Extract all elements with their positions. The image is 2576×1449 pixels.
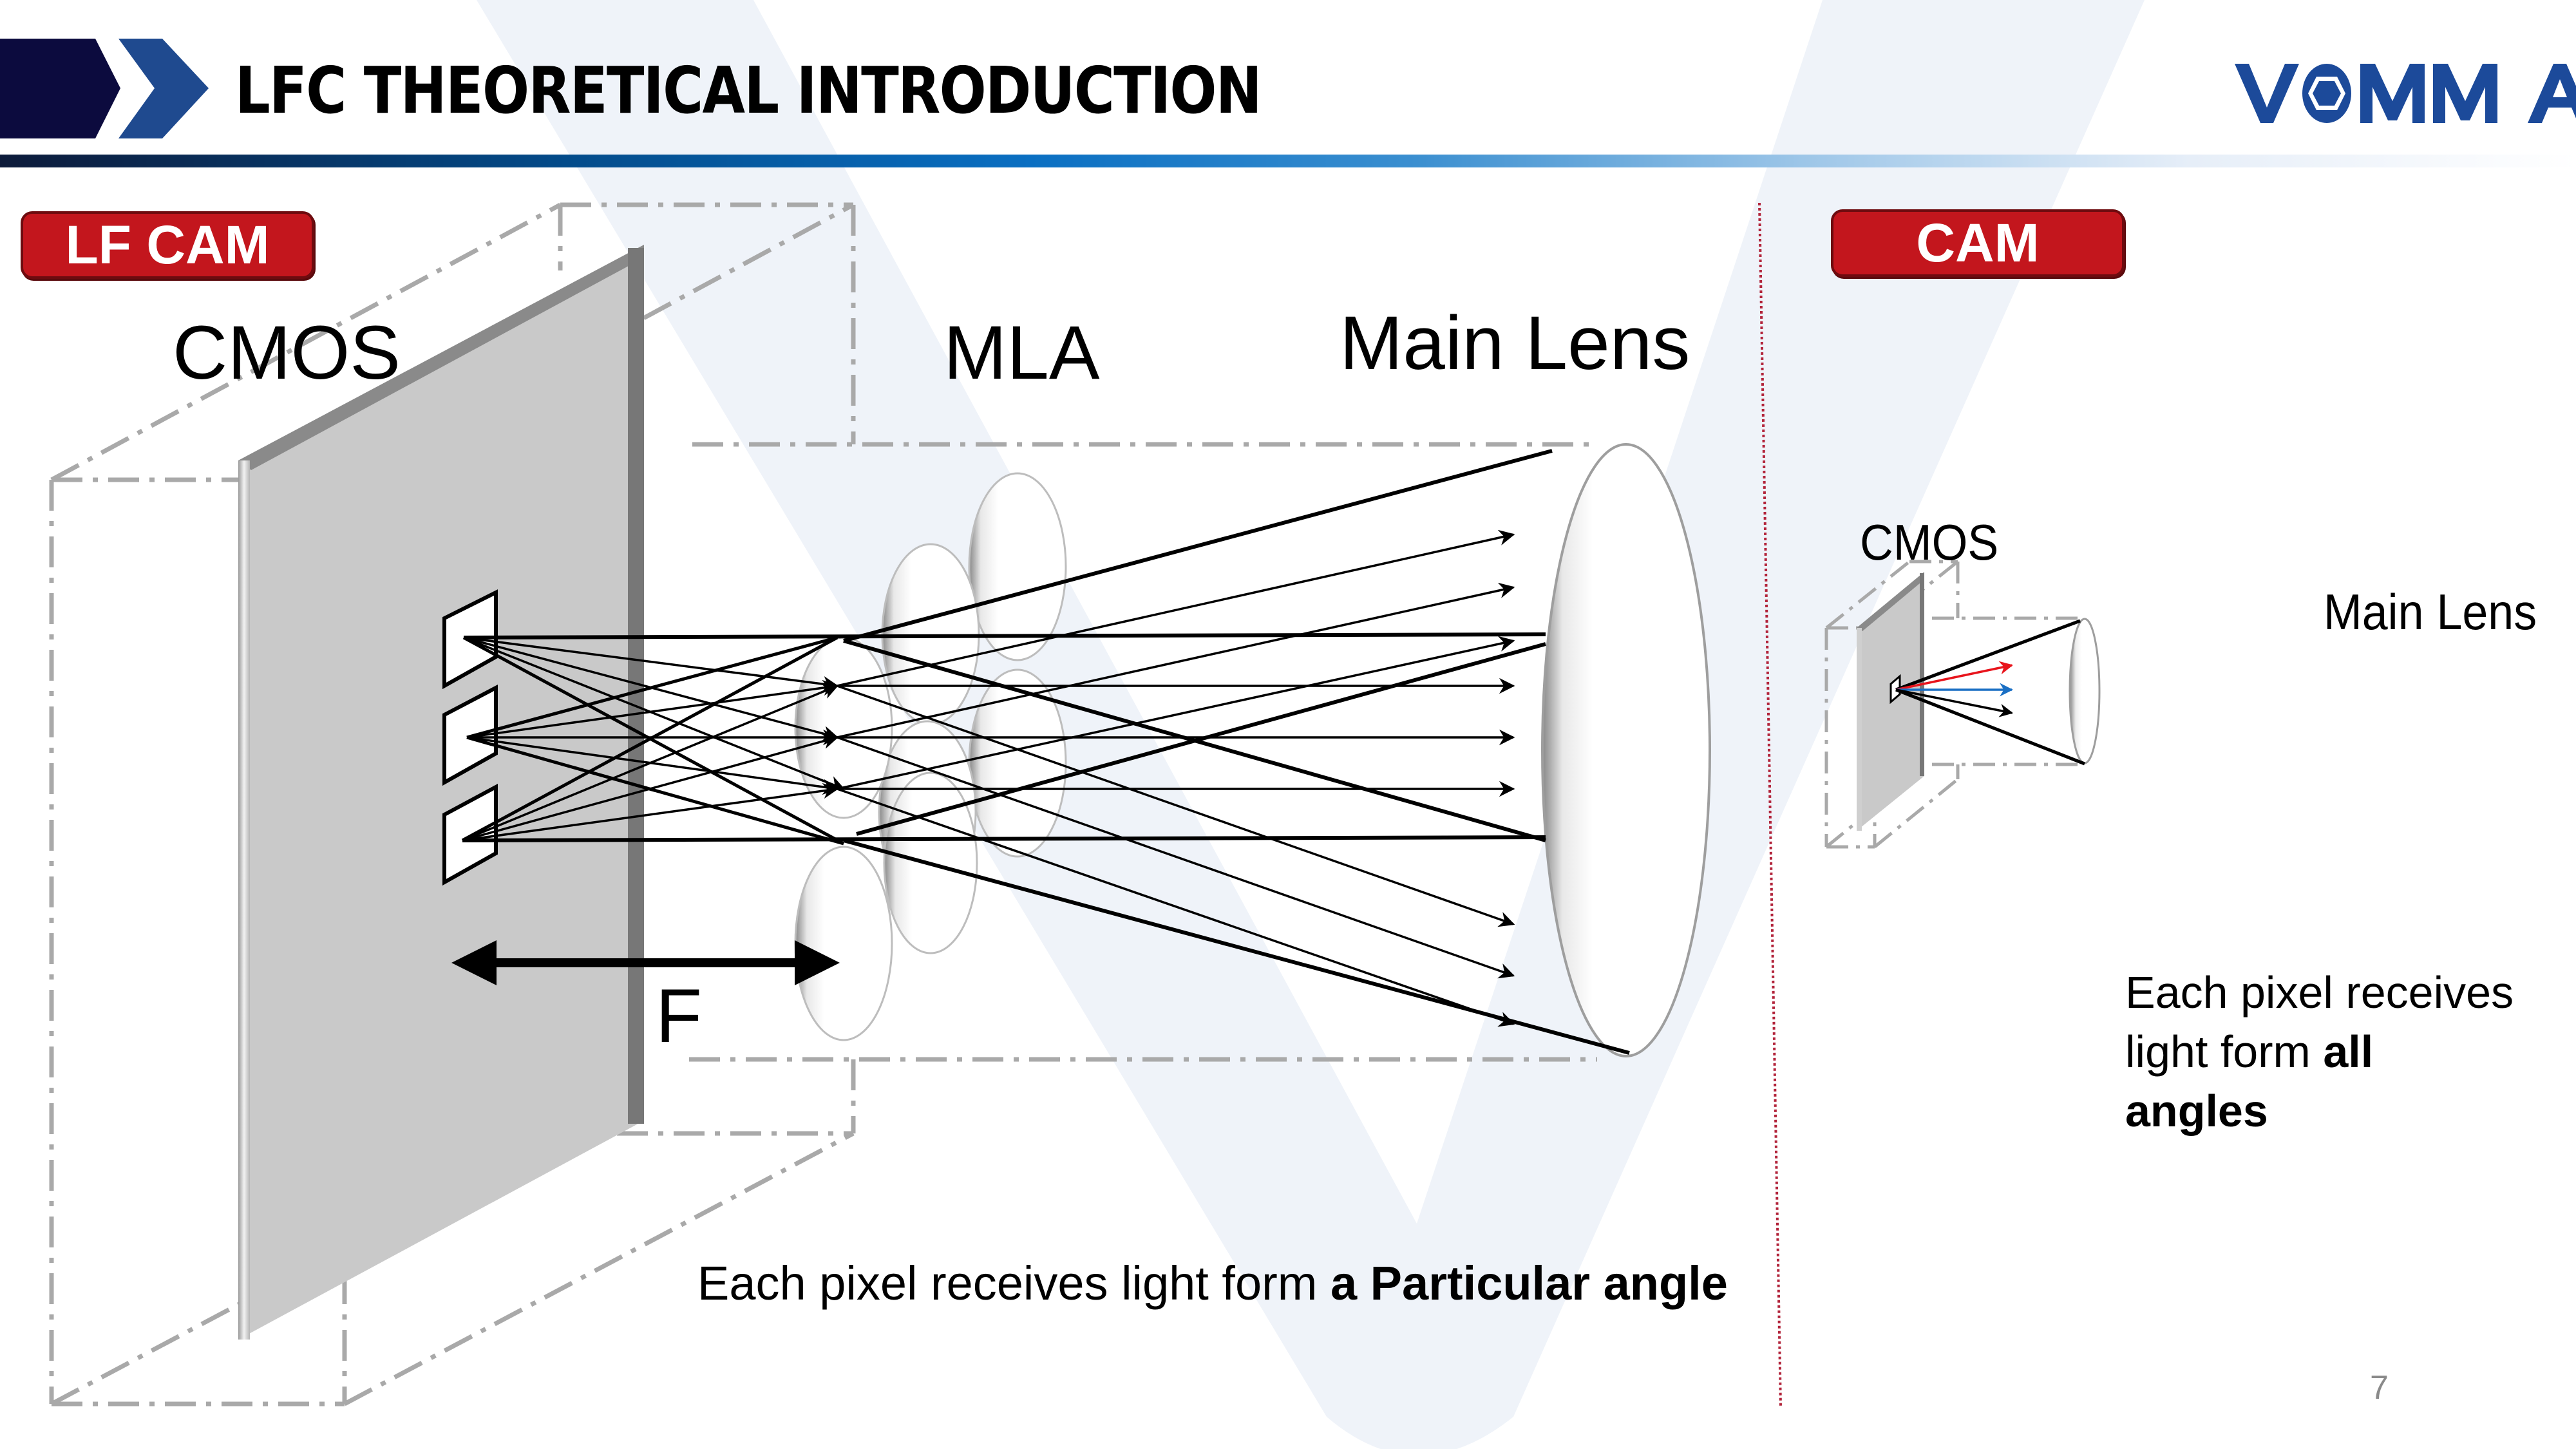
cam-caption-line2: light form all: [2125, 1027, 2374, 1077]
pixel-rays: [461, 632, 1546, 846]
header-chevron-icon: [0, 39, 209, 138]
lf-caption-normal: Each pixel receives light form: [697, 1256, 1331, 1310]
microlens-array: [794, 472, 1067, 1041]
cam-caption: Each pixel receives light form all angle…: [2125, 963, 2514, 1141]
lf-caption: Each pixel receives light form a Particu…: [697, 1256, 1728, 1311]
lens-rays: [837, 449, 1630, 1055]
lf-caption-bold: a Particular angle: [1330, 1256, 1728, 1310]
cam-cmos-label: CMOS: [1860, 514, 1999, 571]
chevron-dark: [0, 39, 120, 138]
cam-badge: CAM: [1831, 209, 2125, 277]
cam-main-lens: [2069, 618, 2101, 764]
header-divider-bar: [0, 155, 2576, 167]
mla-label: MLA: [943, 310, 1100, 395]
cam-main-lens-label: Main Lens: [2324, 583, 2537, 640]
red-ray: [1895, 661, 2014, 691]
lf-camera-diagram: [49, 202, 1711, 1406]
cam-pixel: [1889, 674, 1901, 705]
vomma-logo-a: [2528, 64, 2576, 123]
focal-length-label: F: [656, 974, 703, 1059]
cam-caption-line1: Each pixel receives: [2125, 967, 2514, 1018]
vomma-logo: [2235, 61, 2576, 140]
cmos-plate: [238, 245, 644, 1340]
cam-caption-line3: angles: [2125, 1086, 2268, 1136]
standard-camera-diagram: [1824, 560, 2101, 849]
cmos-label: CMOS: [173, 310, 401, 395]
vomma-logo-mark: [2235, 64, 2497, 123]
chevron-blue: [118, 39, 209, 138]
main-lens: [1541, 443, 1711, 1057]
page-title: LFC THEORETICAL INTRODUCTION: [235, 53, 1262, 128]
lf-cam-badge: LF CAM: [21, 211, 314, 279]
page-number: 7: [2370, 1369, 2389, 1406]
main-lens-label: Main Lens: [1340, 301, 1690, 386]
black-ray: [1895, 688, 2014, 717]
watermark-v-shape: [477, 0, 2145, 1449]
